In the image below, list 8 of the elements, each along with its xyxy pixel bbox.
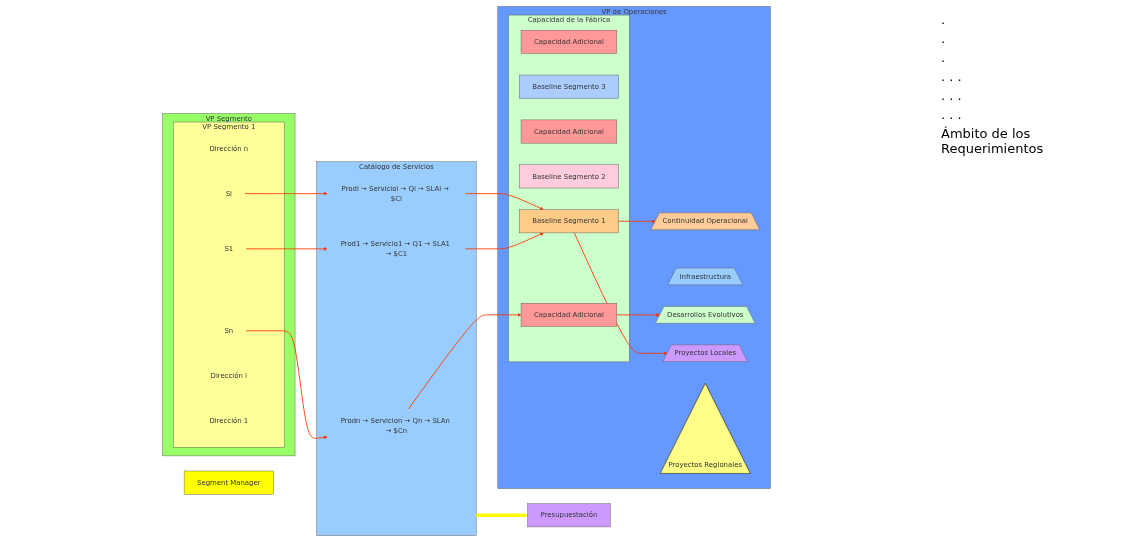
note-text: . . . xyxy=(941,107,963,122)
note-text: . . . xyxy=(941,88,963,103)
note-text: . . . xyxy=(941,69,963,84)
note-text: . xyxy=(941,50,947,65)
arrow xyxy=(476,513,528,518)
note-text: . xyxy=(941,12,947,27)
note-text: Ámbito de los Requerimientos xyxy=(941,126,1045,156)
note-text: . xyxy=(941,31,947,46)
